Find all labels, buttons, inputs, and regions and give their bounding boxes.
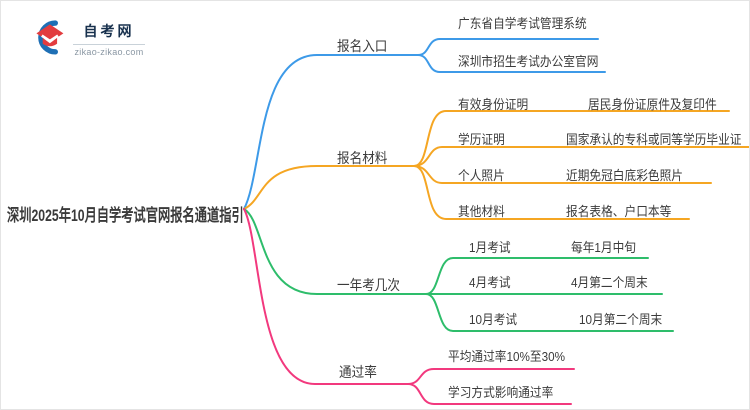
node-label: 学习方式影响通过率: [448, 385, 554, 400]
node-desc: 每年1月中旬: [571, 240, 637, 255]
site-logo[interactable]: 自考网 zikao-zikao.com: [29, 17, 149, 57]
logo-divider: [73, 44, 145, 45]
node-desc: 4月第二个周末: [571, 275, 648, 290]
site-name: 自考网: [83, 23, 135, 39]
node-label: 广东省自学考试管理系统: [458, 16, 587, 31]
site-domain: zikao-zikao.com: [74, 47, 144, 57]
branch-line-materials-child2: [413, 146, 749, 167]
node-label: 有效身份证明: [458, 97, 529, 112]
node-desc: 10月第二个周末: [579, 312, 663, 327]
node-desc: 居民身份证原件及复印件: [588, 97, 717, 112]
branch-line-entry: [243, 54, 419, 210]
node-label: 4月考试: [469, 275, 511, 290]
graduation-cap-icon: [36, 20, 64, 55]
node-label: 10月考试: [469, 312, 518, 327]
branch-line-passrate: [243, 208, 409, 385]
node-label: 个人照片: [458, 168, 505, 183]
node-label: 1月考试: [469, 240, 511, 255]
branch-line-materials: [243, 165, 415, 210]
branch-times-label: 一年考几次: [337, 277, 400, 293]
branch-passrate-label: 通过率: [339, 364, 377, 380]
node-desc: 报名表格、户口本等: [566, 204, 672, 219]
root-node-title: 深圳2025年10月自学考试官网报名通道指引: [7, 206, 244, 225]
branch-materials-label: 报名材料: [337, 150, 388, 166]
node-label: 深圳市招生考试办公室官网: [458, 54, 599, 69]
node-label: 其他材料: [458, 204, 505, 219]
branch-entry-label: 报名入口: [337, 38, 388, 54]
node-desc: 国家承认的专科或同等学历毕业证: [566, 132, 742, 147]
node-label: 平均通过率10%至30%: [448, 349, 566, 364]
node-label: 学历证明: [458, 132, 505, 147]
node-desc: 近期免冠白底彩色照片: [566, 168, 684, 183]
